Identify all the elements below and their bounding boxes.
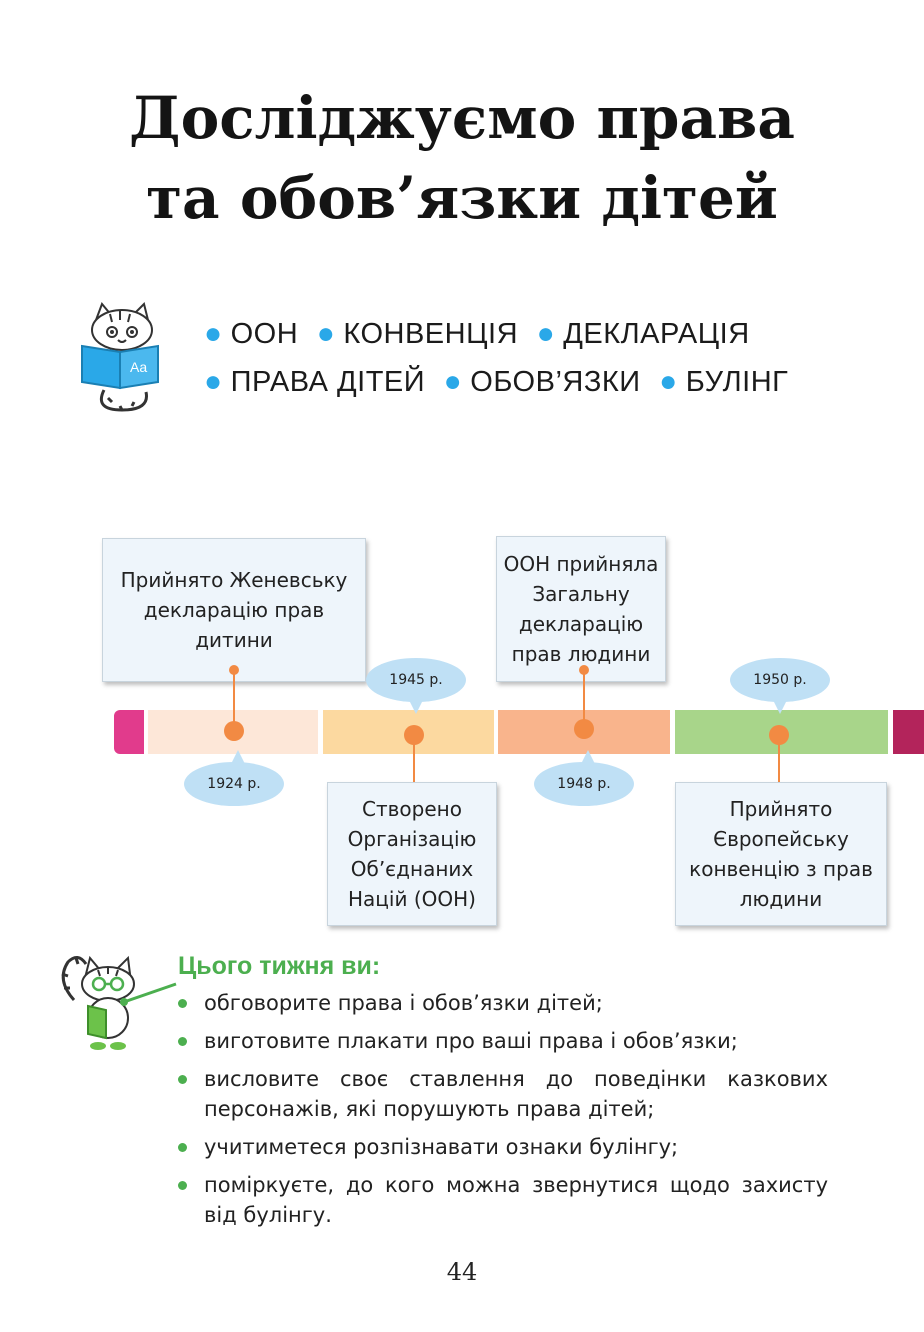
bubble-pointer [580,750,596,766]
keywords-line-1: ●ООН ●КОНВЕНЦІЯ ●ДЕКЛАРАЦІЯ [204,317,750,350]
cat-reading-book-icon: Aa [81,302,159,412]
event-1948-box: ООН прийняла Загальну декларацію прав лю… [496,536,666,682]
week-goals-list: обговорите права і обов’язки дітей; виго… [178,988,828,1238]
year-bubble-1950: 1950 р. [730,658,830,714]
event-1945-text: Створено Організацію Об’єднаних Націй (О… [347,797,477,911]
bubble-pointer [408,698,424,714]
keyword: ООН [230,318,299,350]
year-1924: 1924 р. [207,776,261,792]
connector-1950 [778,740,780,792]
timeline: Прийнято Женевську декларацію прав дитин… [0,500,924,940]
year-bubble-1945: 1945 р. [366,658,466,714]
keyword: КОНВЕНЦІЯ [343,318,519,350]
year-bubble-1924: 1924 р. [184,750,284,806]
year-bubble-1948: 1948 р. [534,750,634,806]
keywords: ●ООН ●КОНВЕНЦІЯ ●ДЕКЛАРАЦІЯ ●ПРАВА ДІТЕЙ… [204,310,904,406]
keyword: БУЛІНГ [685,366,789,398]
title-line-1: Досліджуємо права [129,84,795,152]
event-1948-text: ООН прийняла Загальну декларацію прав лю… [503,552,659,666]
list-item: поміркуєте, до кого можна звернутися щод… [178,1170,828,1230]
event-1950-text: Прийнято Європейську конвенцію з прав лю… [689,797,873,911]
bubble-pointer [230,750,246,766]
page-title: Досліджуємо права та обов’язки дітей [0,78,924,238]
marker-1945 [404,725,424,745]
year-1945: 1945 р. [389,672,443,688]
connector-1924 [233,670,235,730]
year-1950: 1950 р. [753,672,807,688]
list-item: висловите своє ставлення до поведінки ка… [178,1064,828,1124]
week-heading: Цього тижня ви: [178,952,381,980]
event-1950-box: Прийнято Європейську конвенцію з прав лю… [675,782,887,926]
list-item: учитиметеся розпізнавати ознаки булінгу; [178,1132,828,1162]
book-label: Aa [130,359,147,375]
event-1945-box: Створено Організацію Об’єднаних Націй (О… [327,782,497,926]
marker-1924 [224,721,244,741]
timeline-start-cap [114,710,144,754]
list-item: виготовите плакати про ваші права і обов… [178,1026,828,1056]
connector-1945 [413,740,415,792]
cat-teacher-pointer-icon [61,955,177,1050]
bubble-pointer [772,698,788,714]
event-1924-text: Прийнято Женевську декларацію прав дитин… [120,568,348,652]
marker-1948 [574,719,594,739]
connector-1948 [583,670,585,726]
timeline-end-cap [893,710,924,754]
keyword: ОБОВ’ЯЗКИ [470,366,641,398]
event-1924-box: Прийнято Женевську декларацію прав дитин… [102,538,366,682]
year-1948: 1948 р. [557,776,611,792]
list-item: обговорите права і обов’язки дітей; [178,988,828,1018]
keyword: ПРАВА ДІТЕЙ [230,366,426,398]
keywords-line-2: ●ПРАВА ДІТЕЙ ●ОБОВ’ЯЗКИ ●БУЛІНГ [204,365,789,398]
page-number: 44 [446,1258,478,1286]
keyword: ДЕКЛАРАЦІЯ [563,318,750,350]
title-line-2: та обов’язки дітей [146,164,778,232]
marker-1950 [769,725,789,745]
